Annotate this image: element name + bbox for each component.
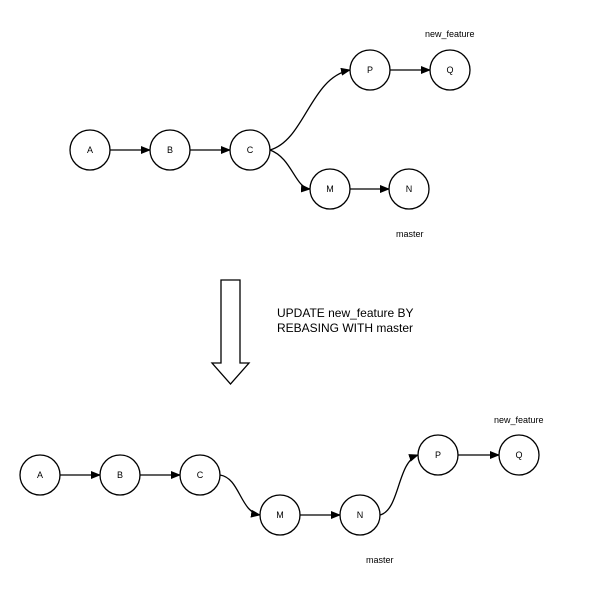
bottom-commit-a: A (19, 454, 61, 496)
top-edge-c-m (269, 149, 311, 193)
top-commit-b-label: B (167, 145, 173, 155)
bottom-commit-c: C (179, 454, 221, 496)
bottom-commit-q: Q (498, 434, 540, 476)
top-commit-a-label: A (87, 145, 93, 155)
top-graph: A B C P Q M N new_feature master (69, 29, 475, 239)
bottom-graph: A B C M N P Q new_feature master (19, 415, 544, 565)
top-commit-n: N (388, 168, 430, 210)
top-commit-n-label: N (406, 184, 413, 194)
top-commit-m-label: M (326, 184, 334, 194)
caption-line-1: UPDATE new_feature BY (277, 306, 414, 320)
bottom-commit-q-label: Q (515, 450, 522, 460)
bottom-commit-c-label: C (197, 470, 204, 480)
down-arrow (210, 279, 251, 385)
bottom-branch-label-new-feature: new_feature (494, 415, 544, 425)
top-commit-c: C (229, 129, 271, 171)
top-commit-c-label: C (247, 145, 254, 155)
bottom-commit-b-label: B (117, 470, 123, 480)
bottom-commit-a-label: A (37, 470, 43, 480)
top-commit-a: A (69, 129, 111, 171)
bottom-commit-p: P (417, 434, 459, 476)
bottom-commit-n-label: N (357, 510, 364, 520)
top-branch-label-master: master (396, 229, 424, 239)
top-commit-b: B (149, 129, 191, 171)
bottom-edge-n-p (379, 454, 419, 516)
bottom-commit-m: M (259, 494, 301, 536)
top-edge-c-p (269, 67, 351, 151)
top-commit-q: Q (429, 49, 471, 91)
bottom-commit-p-label: P (435, 450, 441, 460)
caption-line-2: REBASING WITH master (277, 321, 413, 335)
bottom-edge-c-m (219, 474, 261, 518)
top-commit-m: M (309, 168, 351, 210)
bottom-commit-n: N (339, 494, 381, 536)
bottom-commit-b: B (99, 454, 141, 496)
top-branch-label-new-feature: new_feature (425, 29, 475, 39)
top-commit-p-label: P (367, 65, 373, 75)
bottom-commit-m-label: M (276, 510, 284, 520)
top-commit-q-label: Q (446, 65, 453, 75)
top-commit-p: P (349, 49, 391, 91)
bottom-branch-label-master: master (366, 555, 394, 565)
